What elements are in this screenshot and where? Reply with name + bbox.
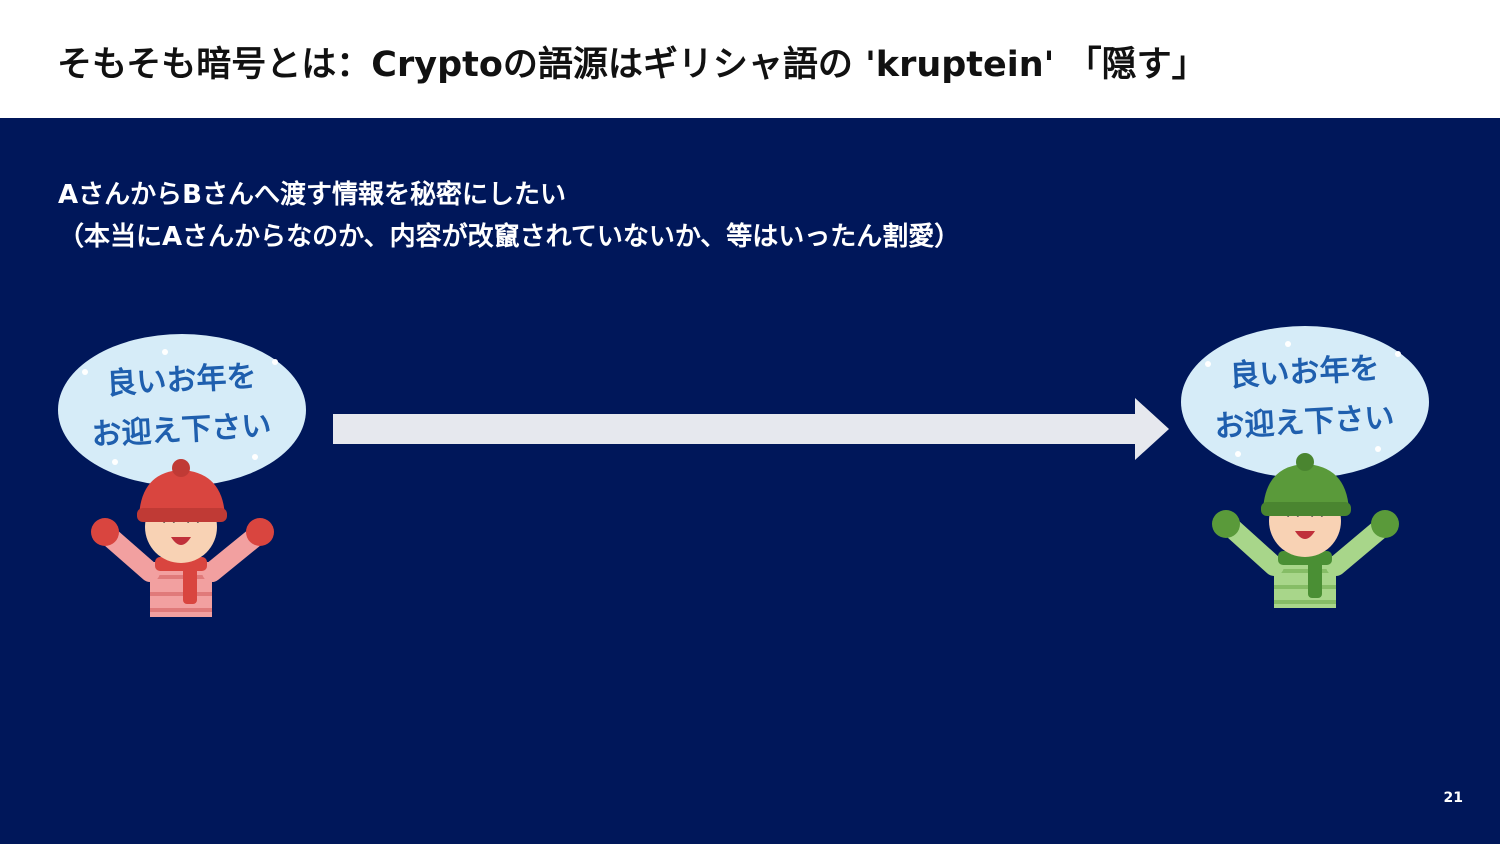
sender-hat <box>139 470 225 517</box>
receiver-right-mitten <box>1371 510 1399 538</box>
description-line-2: （本当にAさんからなのか、内容が改竄されていないか、等はいったん割愛） <box>58 222 961 252</box>
sender-right-mitten <box>246 518 274 546</box>
slide-title: そもそも暗号とは：Cryptoの語源はギリシャ語の 'kruptein' 「隠す… <box>57 45 1207 85</box>
sender-sweater <box>150 562 212 617</box>
sender-illustration: 良いお年を お迎え下さい <box>55 332 310 617</box>
description-line-1: AさんからBさんへ渡す情報を秘密にしたい <box>58 180 566 210</box>
slide-header: そもそも暗号とは：Cryptoの語源はギリシャ語の 'kruptein' 「隠す… <box>0 0 1500 118</box>
transfer-arrow <box>333 398 1169 464</box>
page-number: 21 <box>1443 790 1463 806</box>
receiver-bubble-line-1: 良いお年を <box>1229 351 1381 394</box>
receiver-left-mitten <box>1212 510 1240 538</box>
receiver-hat <box>1263 464 1349 511</box>
sender-bubble-line-1: 良いお年を <box>106 359 258 402</box>
receiver-illustration: 良いお年を お迎え下さい <box>1178 324 1433 609</box>
sender-left-mitten <box>91 518 119 546</box>
receiver-speech-bubble <box>1181 326 1429 478</box>
sender-speech-bubble <box>58 334 306 486</box>
slide-body: AさんからBさんへ渡す情報を秘密にしたい （本当にAさんからなのか、内容が改竄さ… <box>0 118 1500 844</box>
